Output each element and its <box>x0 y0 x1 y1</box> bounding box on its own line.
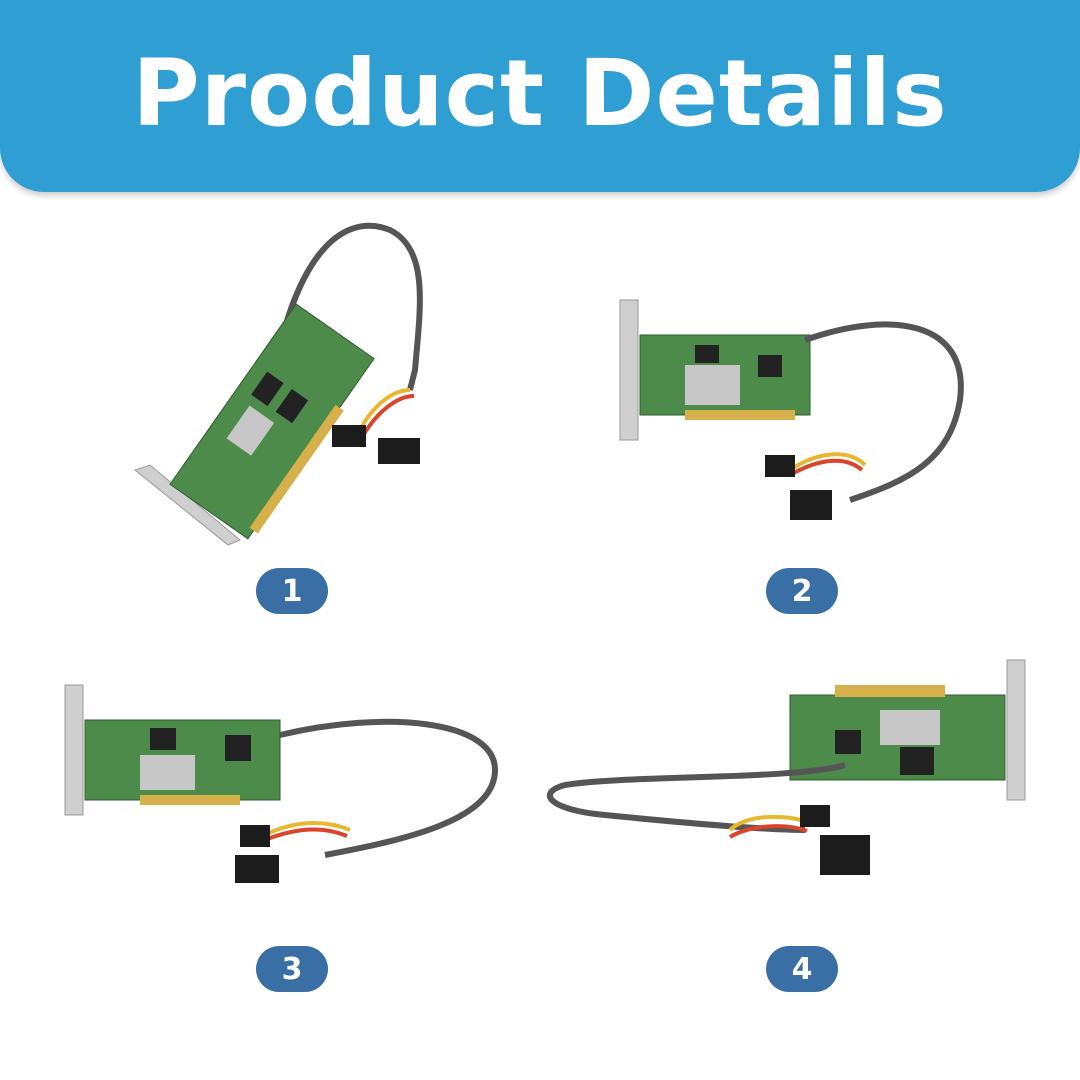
page-title: Product Details <box>132 39 948 147</box>
photo-number-badge-4: 4 <box>766 946 838 992</box>
product-photo-4 <box>545 655 1045 895</box>
product-photo-1 <box>120 220 460 550</box>
photo-number-badge-1: 1 <box>256 568 328 614</box>
photo-number-badge-3: 3 <box>256 946 328 992</box>
photo-number-badge-2: 2 <box>766 568 838 614</box>
product-photo-2 <box>610 290 970 540</box>
product-photo-3 <box>55 680 515 900</box>
header-banner: Product Details <box>0 0 1080 192</box>
